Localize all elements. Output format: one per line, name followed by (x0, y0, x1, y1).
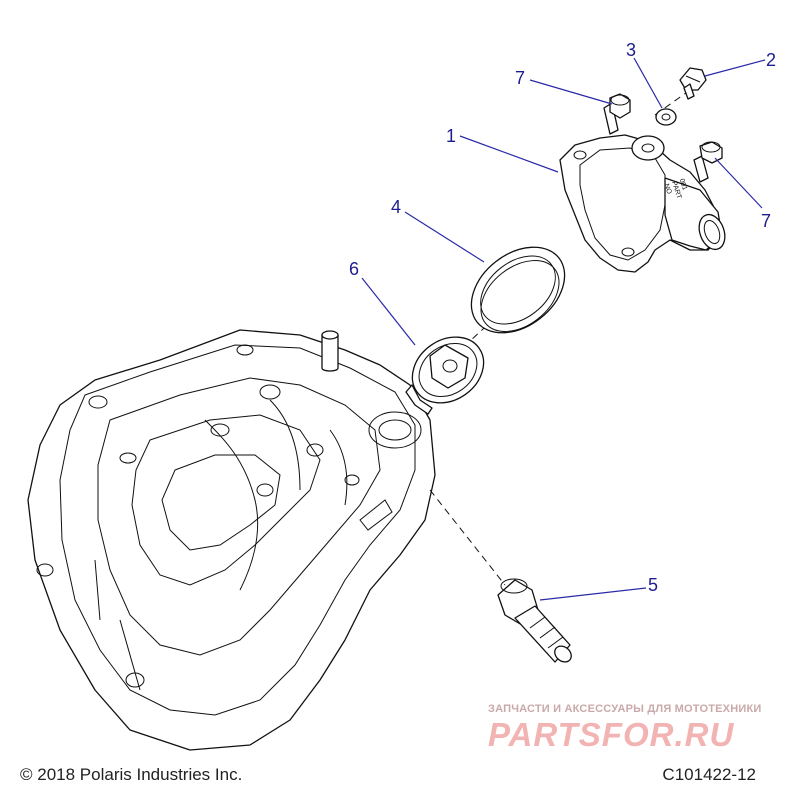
callout-2: 2 (766, 50, 776, 70)
callout-7-left: 7 (515, 68, 525, 88)
watermark-tagline: ЗАПЧАСТИ И АКСЕССУАРЫ ДЛЯ МОТОТЕХНИКИ (488, 703, 762, 715)
leader-1 (459, 135, 559, 173)
cylinder-head (27, 329, 436, 751)
callout-3: 3 (626, 40, 636, 60)
diagram-code: C101422-12 (662, 765, 756, 784)
stamp-number: 001 (678, 178, 688, 191)
thermostat-housing-part: PART NO 001 (559, 134, 726, 273)
thermostat-part (405, 336, 485, 415)
seal-ring-part (470, 246, 566, 334)
callout-5: 5 (648, 575, 658, 595)
leader-5 (539, 587, 647, 601)
centerline-lower (429, 489, 506, 586)
washer-part (655, 108, 677, 126)
leader-7a (529, 79, 613, 105)
callout-6: 6 (349, 259, 359, 279)
leader-3 (633, 57, 663, 109)
bleed-screw-part (679, 67, 707, 100)
copyright-text: © 2018 Polaris Industries Inc. (20, 765, 243, 784)
leader-4 (404, 211, 485, 263)
watermark-brand: PARTSFOR.RU (488, 716, 735, 753)
stamp-no: NO (662, 183, 672, 196)
hose-fitting-part (497, 578, 572, 663)
leader-7b (714, 157, 763, 209)
leader-2 (704, 59, 766, 77)
leader-6 (361, 277, 416, 346)
callout-1: 1 (446, 126, 456, 146)
callout-4: 4 (391, 197, 401, 217)
bolt-part-left (603, 93, 631, 135)
callout-7-right: 7 (761, 211, 771, 231)
bolt-part-right (693, 141, 723, 183)
